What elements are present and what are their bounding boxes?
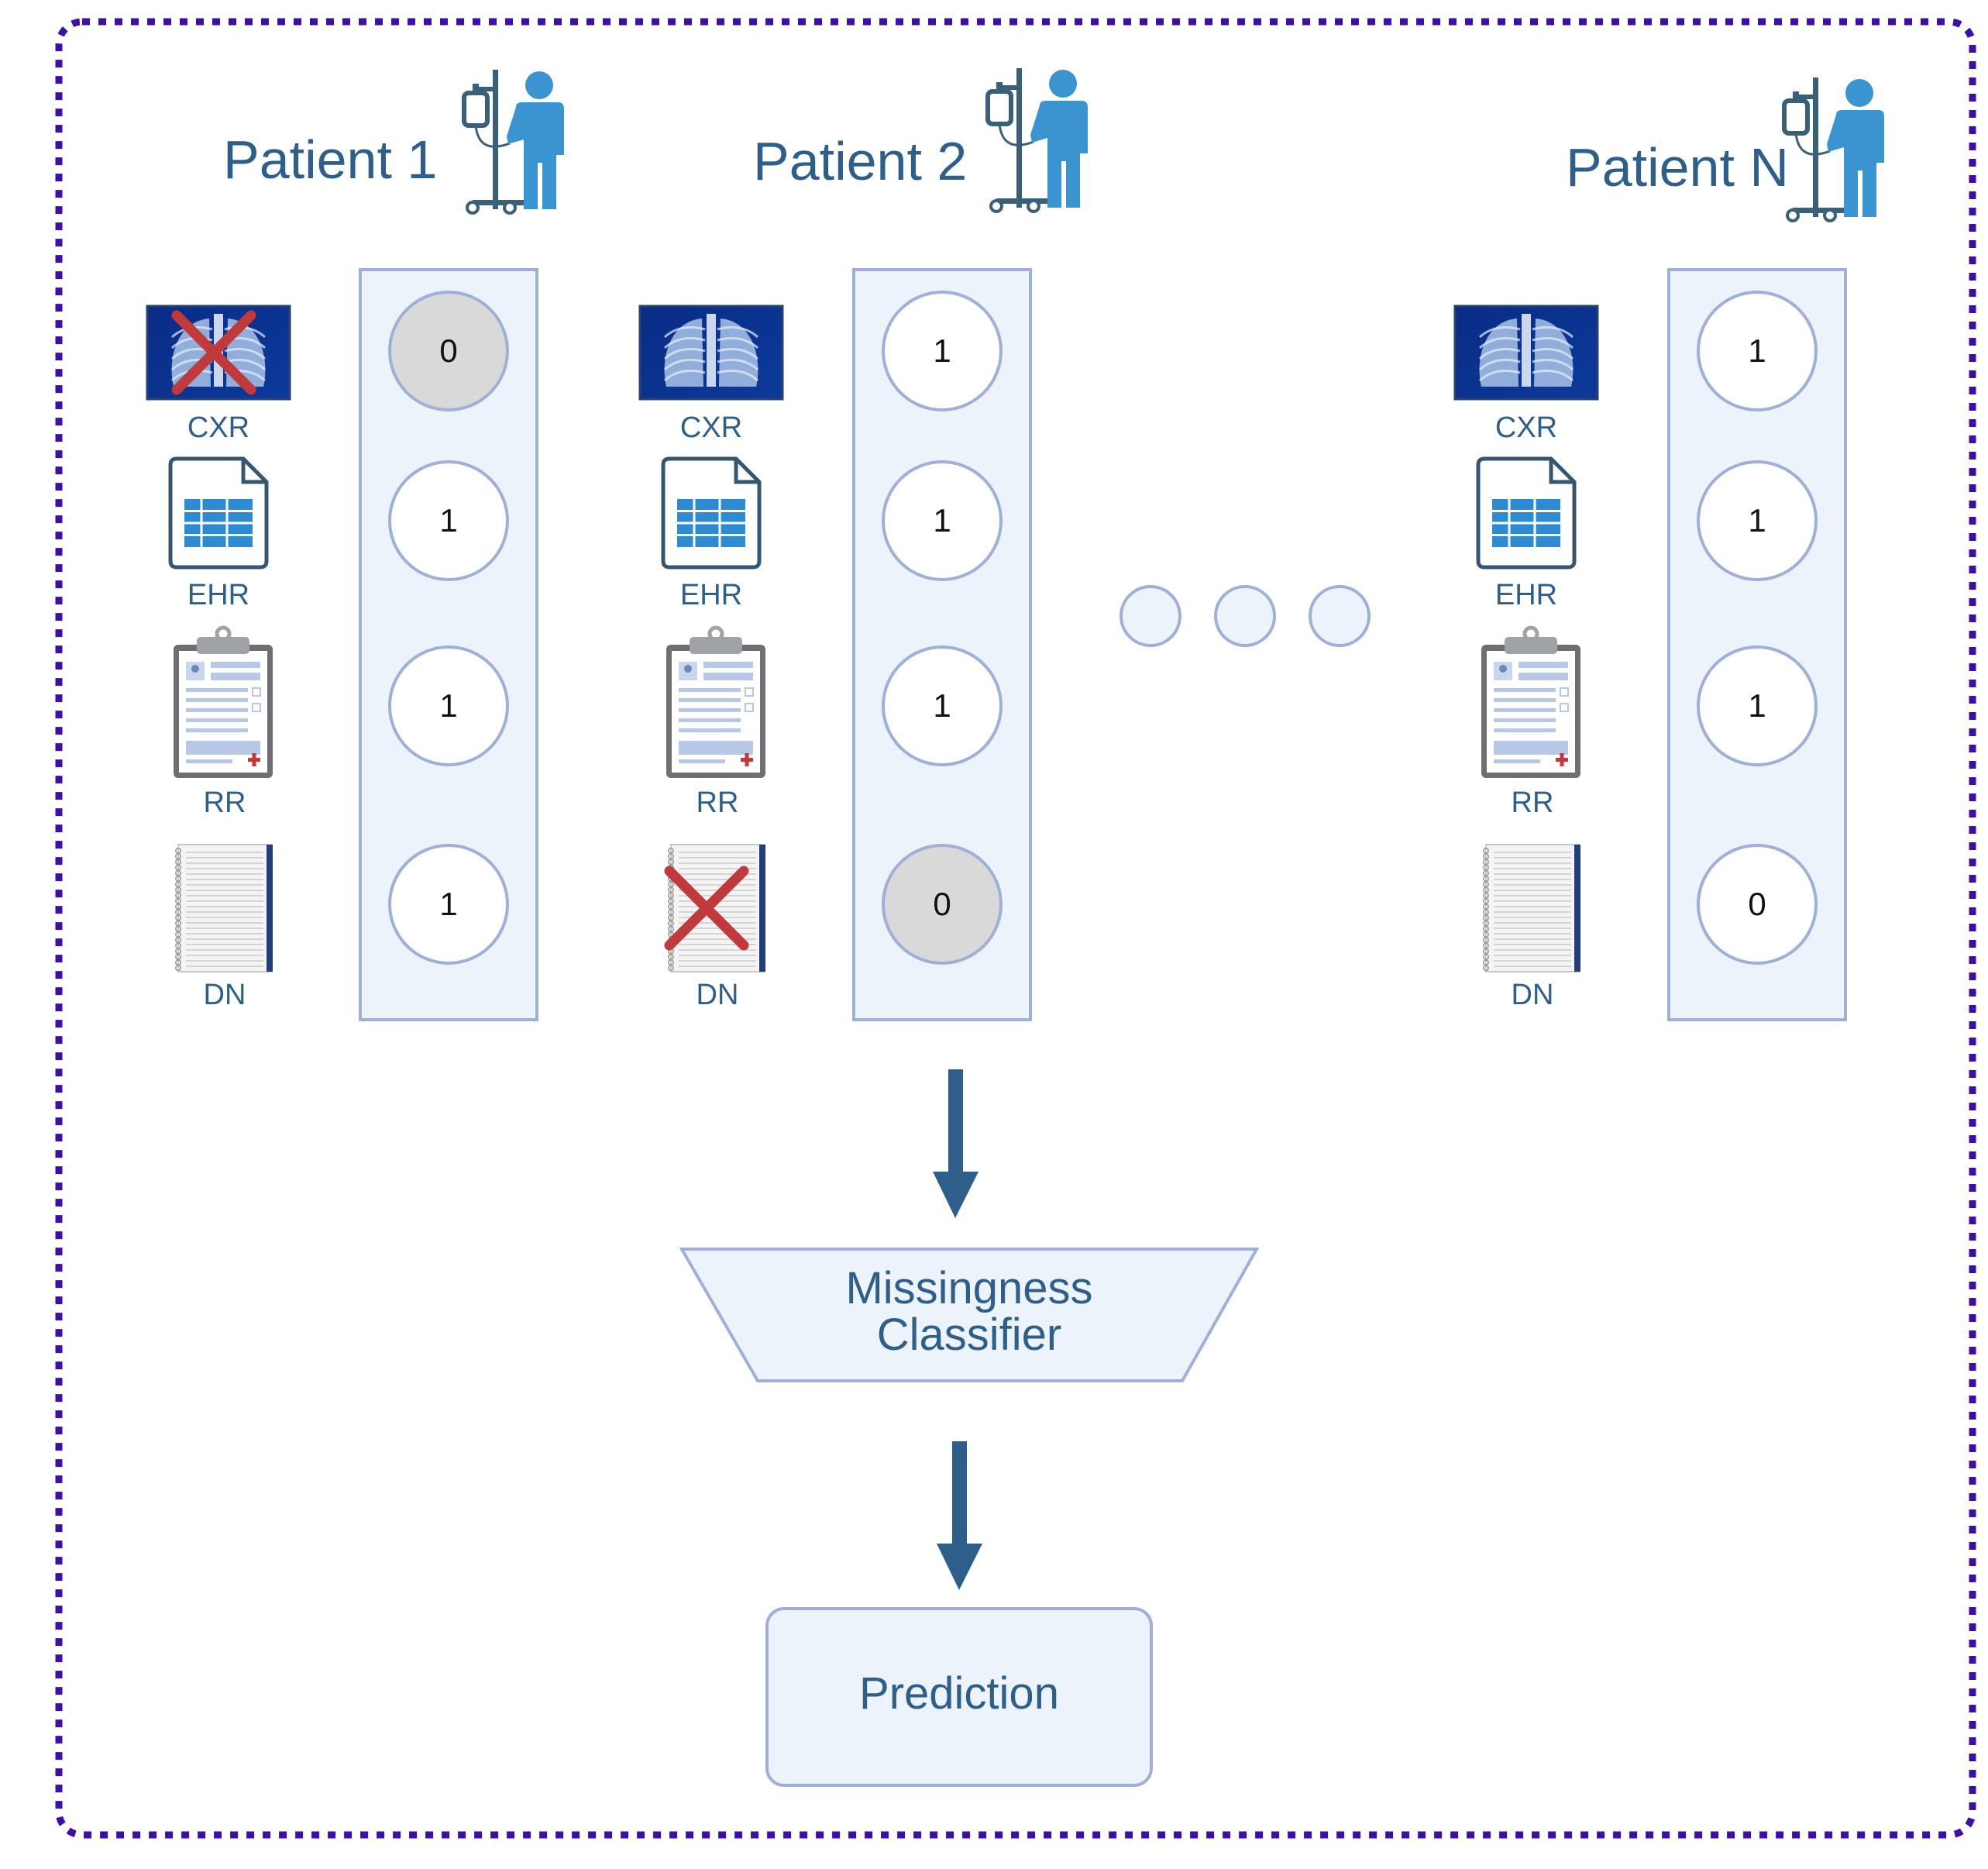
patient-iv-icon bbox=[462, 70, 564, 215]
ehr-spreadsheet-icon bbox=[1476, 456, 1577, 570]
availability-circle bbox=[1697, 844, 1818, 965]
availability-circle bbox=[388, 460, 509, 581]
modality-label: EHR bbox=[187, 579, 249, 611]
availability-value: 1 bbox=[439, 687, 457, 724]
down-arrow-icon bbox=[937, 1441, 982, 1590]
availability-circle bbox=[1697, 291, 1818, 411]
availability-circle bbox=[1697, 645, 1818, 766]
availability-circle bbox=[882, 291, 1003, 411]
availability-circle bbox=[882, 844, 1003, 965]
ehr-spreadsheet-icon bbox=[661, 456, 762, 570]
ellipsis-circle bbox=[1120, 585, 1181, 647]
availability-value: 0 bbox=[933, 886, 951, 922]
missing-cross-icon bbox=[664, 866, 749, 951]
radiology-report-icon bbox=[174, 625, 273, 778]
patient-iv-icon bbox=[1782, 77, 1884, 222]
radiology-report-icon bbox=[1481, 625, 1580, 778]
ellipsis bbox=[1120, 585, 1371, 647]
availability-circle bbox=[388, 844, 509, 965]
modality-label: CXR bbox=[1495, 411, 1557, 444]
modality-label: CXR bbox=[680, 411, 742, 444]
availability-value: 1 bbox=[933, 332, 951, 369]
classifier-label-line2: Classifier bbox=[877, 1310, 1062, 1360]
availability-value: 1 bbox=[439, 502, 457, 539]
modality-label: DN bbox=[204, 979, 246, 1011]
availability-circle bbox=[882, 645, 1003, 766]
availability-circle bbox=[388, 645, 509, 766]
xray-icon bbox=[638, 305, 784, 401]
outer-dotted-border bbox=[55, 18, 1976, 1839]
availability-value: 0 bbox=[1748, 886, 1766, 922]
down-arrow-icon bbox=[933, 1069, 979, 1218]
modality-label: DN bbox=[1512, 979, 1554, 1011]
patient-iv-icon bbox=[985, 68, 1088, 213]
availability-circle bbox=[1697, 460, 1818, 581]
prediction-box: Prediction bbox=[765, 1607, 1153, 1787]
radiology-report-icon bbox=[666, 625, 765, 778]
notebook-icon bbox=[667, 844, 765, 972]
modality-label: CXR bbox=[187, 411, 249, 444]
missing-cross-icon bbox=[171, 310, 256, 395]
ellipsis-circle bbox=[1309, 585, 1371, 647]
modality-label: EHR bbox=[680, 579, 742, 611]
modality-label: DN bbox=[696, 979, 739, 1011]
notebook-icon bbox=[1483, 844, 1580, 972]
availability-value: 1 bbox=[439, 886, 457, 922]
availability-value: 1 bbox=[933, 502, 951, 539]
availability-value: 1 bbox=[933, 687, 951, 724]
availability-value: 0 bbox=[439, 332, 457, 369]
patient-title: Patient 1 bbox=[223, 129, 437, 190]
ellipsis-circle bbox=[1214, 585, 1276, 647]
ehr-spreadsheet-icon bbox=[168, 456, 269, 570]
prediction-label: Prediction bbox=[859, 1668, 1059, 1719]
patient-title: Patient 2 bbox=[753, 131, 967, 191]
notebook-icon bbox=[175, 844, 273, 972]
patient-title: Patient N bbox=[1566, 137, 1789, 198]
availability-value: 1 bbox=[1748, 332, 1766, 369]
availability-circle bbox=[388, 291, 509, 411]
modality-label: RR bbox=[1512, 786, 1554, 819]
availability-value: 1 bbox=[1748, 502, 1766, 539]
modality-label: RR bbox=[696, 786, 739, 819]
classifier-shape bbox=[679, 1248, 1260, 1382]
modality-label: RR bbox=[204, 786, 246, 819]
classifier-label-line1: Missingness bbox=[845, 1263, 1092, 1313]
availability-circle bbox=[882, 460, 1003, 581]
xray-icon bbox=[1453, 305, 1599, 401]
missingness-classifier: Missingness Classifier bbox=[679, 1248, 1260, 1382]
prediction-shape bbox=[765, 1607, 1153, 1787]
availability-value: 1 bbox=[1748, 687, 1766, 724]
modality-label: EHR bbox=[1495, 579, 1557, 611]
